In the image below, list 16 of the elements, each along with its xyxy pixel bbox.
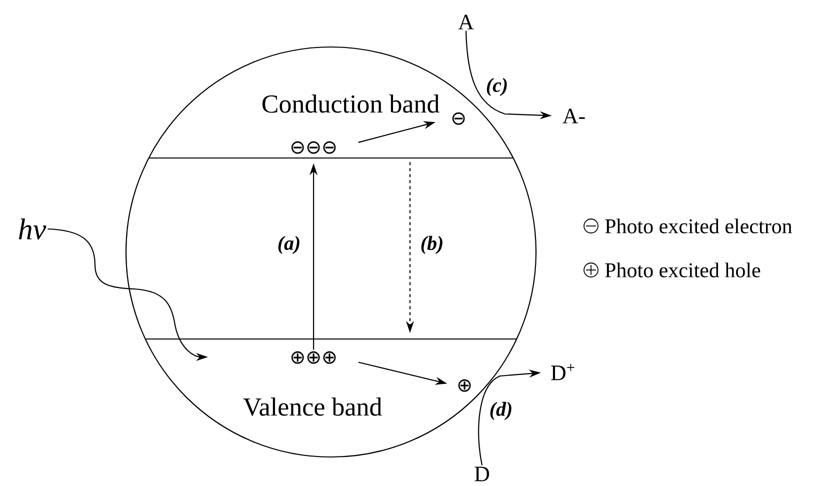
edge-label: (a) <box>276 235 302 255</box>
electron-symbol: ⊖ <box>452 112 465 125</box>
photon-label: hν <box>18 218 46 240</box>
hole-symbol: ⊕ <box>458 379 471 392</box>
legend-text: Photo excited electron <box>605 218 792 234</box>
particle-circle <box>125 46 537 458</box>
edge-label: (d) <box>488 401 514 421</box>
edge-label: (b) <box>420 235 444 255</box>
electrons: ⊖⊖⊖ <box>291 141 336 154</box>
species-label: A <box>458 14 474 30</box>
legend-text: Photo excited hole <box>605 262 760 278</box>
holes: ⊕⊕⊕ <box>291 351 336 364</box>
species-label: D <box>474 466 490 482</box>
edge-label: (c) <box>485 77 509 97</box>
species-label: D$^{+}$ <box>551 364 574 380</box>
species-label: A- <box>562 108 585 124</box>
